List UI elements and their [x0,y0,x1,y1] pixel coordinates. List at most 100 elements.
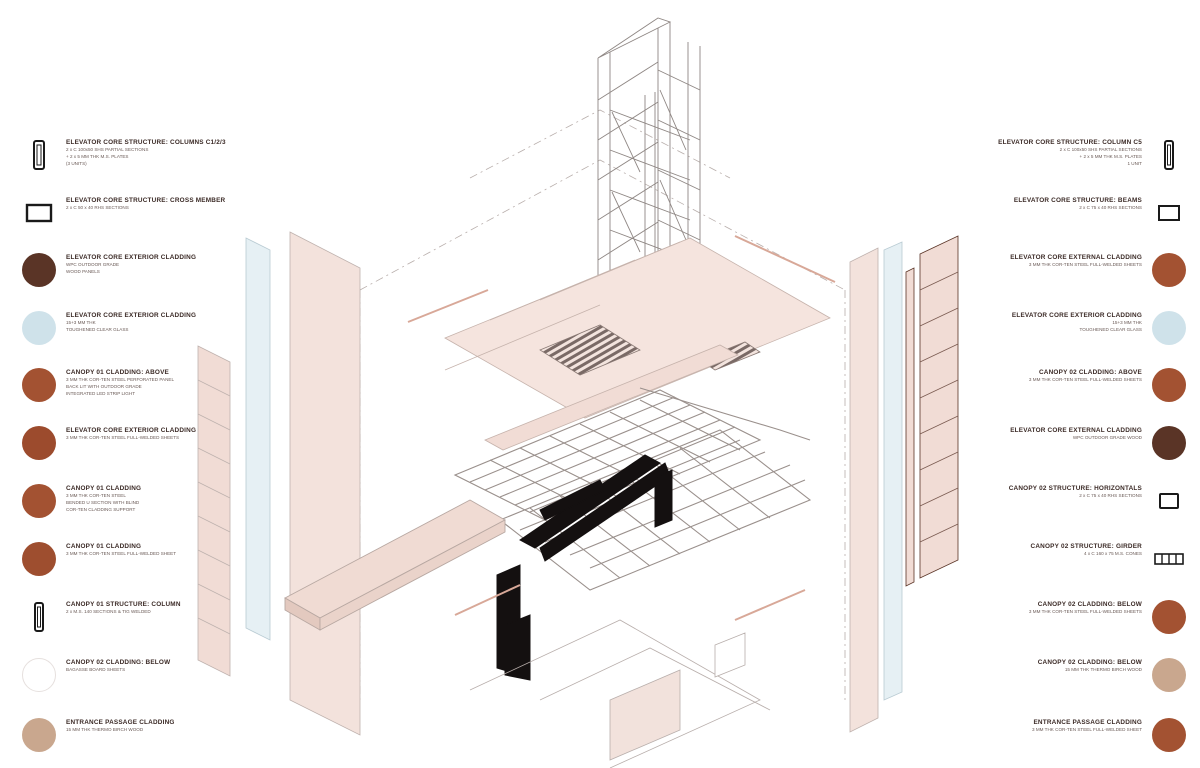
dark-wood-swatch [1152,426,1186,460]
legend-desc: 3 MM THK COR-TEN STEEL FULL-WELDED SHEET… [66,435,180,440]
entrance-passage-base [454,584,806,768]
legend-title: ELEVATOR CORE EXTERIOR CLADDING [66,427,197,434]
legend-desc: 2 x M.S. 140 SECTIONS & TIG WELDED [66,609,151,614]
column-section-icon [22,138,56,172]
legend-item: CANOPY 01 CLADDING 3 MM THK COR-TEN STEE… [22,540,292,580]
canopy-roof-panels [407,235,836,451]
girder-section-icon [1152,542,1186,576]
legend-desc: 15+3 MM THK [1112,320,1142,325]
corten-steel-swatch [22,542,56,576]
legend-desc: 1 UNIT [1127,161,1142,166]
legend-title: CANOPY 01 CLADDING [66,485,142,492]
corten-steel-swatch [22,484,56,518]
legend-item: ELEVATOR CORE EXTERIOR CLADDING 15+3 MM … [916,309,1186,349]
legend-title: ELEVATOR CORE EXTERNAL CLADDING [1010,427,1142,434]
legend-desc: 2 x C 75 x 40 RHS SECTIONS [1079,205,1142,210]
legend-desc: 15 MM THK THERMO BIRCH WOOD [1064,667,1142,672]
legend-desc: INTEGRATED LED STRIP LIGHT [66,391,136,396]
legend-desc: + 2 x 5 MM THK M.S. PLATES [66,154,129,159]
column-section-icon [1152,138,1186,172]
cross-member-section-icon [22,196,56,230]
legend-item: ELEVATOR CORE STRUCTURE: CROSS MEMBER 2 … [22,194,292,234]
legend-title: CANOPY 02 STRUCTURE: HORIZONTALS [1008,485,1142,492]
legend-desc: BACK LIT WITH OUTDOOR GRADE [66,384,142,389]
legend-right: ELEVATOR CORE STRUCTURE: COLUMN C5 2 x C… [900,0,1200,768]
legend-title: ELEVATOR CORE STRUCTURE: COLUMN C5 [998,139,1142,146]
birch-wood-swatch [1152,658,1186,692]
legend-desc: 3 MM THK COR-TEN STEEL FULL-WELDED SHEET… [1028,262,1142,267]
birch-wood-swatch [22,718,56,752]
legend-desc: WPC OUTDOOR GRADE [66,262,120,267]
horizontal-section-icon [1152,484,1186,518]
corten-steel-swatch [1152,600,1186,634]
legend-title: CANOPY 02 CLADDING: BELOW [1037,659,1142,666]
corten-steel-swatch [1152,368,1186,402]
legend-item: ENTRANCE PASSAGE CLADDING 15 MM THK THER… [22,716,292,756]
corten-steel-swatch [22,426,56,460]
legend-title: ENTRANCE PASSAGE CLADDING [1033,719,1142,726]
legend-desc: 3 MM THK COR-TEN STEEL FULL-WELDED SHEET… [1028,377,1142,382]
legend-desc: 2 x C 50 x 40 RHS SECTIONS [66,205,129,210]
legend-title: ELEVATOR CORE EXTERNAL CLADDING [1010,254,1142,261]
legend-title: CANOPY 02 CLADDING: BELOW [1037,601,1142,608]
legend-item: ELEVATOR CORE EXTERNAL CLADDING WPC OUTD… [916,424,1186,464]
legend-item: CANOPY 02 CLADDING: BELOW 15 MM THK THER… [916,656,1186,696]
legend-desc: 2 x C 100x50 SHS PARTIAL SECTIONS [66,147,149,152]
legend-item: ELEVATOR CORE STRUCTURE: COLUMNS C1/2/3 … [22,136,292,176]
legend-desc: 3 MM THK COR-TEN STEEL [66,493,126,498]
legend-item: ELEVATOR CORE EXTERNAL CLADDING 3 MM THK… [916,251,1186,291]
legend-desc: 2 x C 75 x 40 RHS SECTIONS [1079,493,1142,498]
legend-desc: TOUGHENED CLEAR GLASS [66,327,129,332]
legend-title: ELEVATOR CORE STRUCTURE: BEAMS [1013,197,1142,204]
legend-desc: BENDED U SECTION WITH BLIND [66,500,140,505]
corten-steel-swatch [1152,718,1186,752]
legend-title: CANOPY 02 CLADDING: BELOW [66,659,171,666]
bagasse-board-swatch [22,658,56,692]
legend-desc: 3 MM THK COR-TEN STEEL FULL-WELDED SHEET [1031,727,1142,732]
legend-desc: TOUGHENED CLEAR GLASS [1079,327,1142,332]
legend-desc: 3 MM THK COR-TEN STEEL FULL-WELDED SHEET… [1028,609,1142,614]
legend-item: ENTRANCE PASSAGE CLADDING 3 MM THK COR-T… [916,716,1186,756]
legend-item: CANOPY 02 STRUCTURE: GIRDER 4 x C 160 x … [916,540,1186,580]
legend-title: CANOPY 01 CLADDING [66,543,142,550]
legend-title: CANOPY 01 CLADDING: ABOVE [66,369,170,376]
legend-desc: WPC OUTDOOR GRADE WOOD [1072,435,1142,440]
legend-left: ELEVATOR CORE STRUCTURE: COLUMNS C1/2/3 … [0,0,300,768]
column-section-icon [22,600,56,634]
legend-title: CANOPY 02 STRUCTURE: GIRDER [1030,543,1142,550]
legend-desc: 2 x C 100x50 SHS PARTIAL SECTIONS [1059,147,1142,152]
legend-item: CANOPY 01 CLADDING: ABOVE 3 MM THK COR-T… [22,366,292,406]
glass-swatch [1152,311,1186,345]
legend-item: CANOPY 02 STRUCTURE: HORIZONTALS 2 x C 7… [916,482,1186,522]
legend-desc: WOOD PANELS [66,269,100,274]
legend-title: ELEVATOR CORE EXTERIOR CLADDING [1011,312,1142,319]
legend-item: CANOPY 01 CLADDING 3 MM THK COR-TEN STEE… [22,482,292,522]
legend-desc: 3 MM THK COR-TEN STEEL FULL-WELDED SHEET [66,551,177,556]
legend-item: ELEVATOR CORE STRUCTURE: BEAMS 2 x C 75 … [916,194,1186,234]
legend-item: CANOPY 01 STRUCTURE: COLUMN 2 x M.S. 140… [22,598,292,638]
legend-desc: + 2 x 5 MM THK M.S. PLATES [1079,154,1143,159]
dark-wood-swatch [22,253,56,287]
legend-item: CANOPY 02 CLADDING: ABOVE 3 MM THK COR-T… [916,366,1186,406]
elevator-core-tower [597,17,701,365]
legend-title: ELEVATOR CORE EXTERIOR CLADDING [66,312,197,319]
legend-title: ELEVATOR CORE STRUCTURE: CROSS MEMBER [66,197,226,204]
legend-item: CANOPY 02 CLADDING: BELOW BAGASSE BOARD … [22,656,292,696]
legend-desc: 3 MM THK COR-TEN STEEL PERFORATED PANEL [66,377,175,382]
legend-desc: 15+3 MM THK [66,320,96,325]
legend-item: ELEVATOR CORE EXTERIOR CLADDING WPC OUTD… [22,251,292,291]
glass-swatch [22,311,56,345]
legend-title: ELEVATOR CORE STRUCTURE: COLUMNS C1/2/3 [66,139,226,146]
legend-title: ENTRANCE PASSAGE CLADDING [66,719,175,726]
legend-title: CANOPY 02 CLADDING: ABOVE [1038,369,1142,376]
legend-item: CANOPY 02 CLADDING: BELOW 3 MM THK COR-T… [916,598,1186,638]
canopy-column-girder [496,454,673,681]
legend-item: ELEVATOR CORE STRUCTURE: COLUMN C5 2 x C… [916,136,1186,176]
legend-title: ELEVATOR CORE EXTERIOR CLADDING [66,254,197,261]
legend-desc: BAGASSE BOARD SHEETS [66,667,126,672]
legend-desc: 4 x C 160 x 75 M.S. CONES [1084,551,1142,556]
legend-title: CANOPY 01 STRUCTURE: COLUMN [66,601,181,608]
legend-item: ELEVATOR CORE EXTERIOR CLADDING 15+3 MM … [22,309,292,349]
beam-section-icon [1152,196,1186,230]
